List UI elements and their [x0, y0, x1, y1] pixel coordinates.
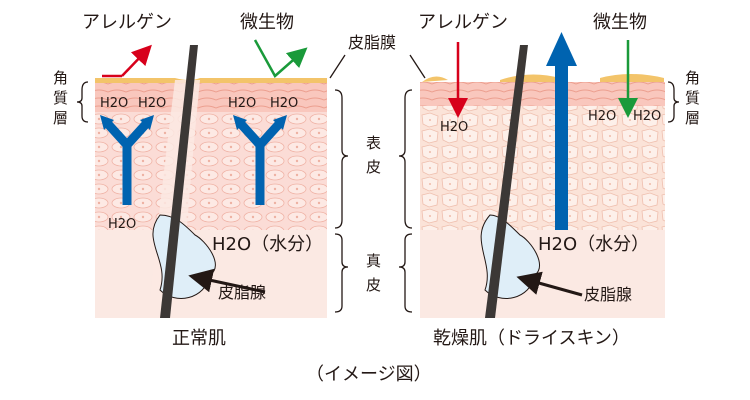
stratum-corneum-label-left: 層 [53, 109, 68, 127]
sebum-membrane-label: 皮脂膜 [348, 33, 396, 52]
water-arrow-icon [546, 32, 577, 230]
normal-skin-panel: アレルゲン 微生物 H2O H2O H2O H2O H2O H2O（水分） 皮脂… [76, 12, 327, 318]
h2o-label: H2O [588, 109, 616, 124]
brace-icon [398, 233, 413, 313]
sebum-film [95, 78, 327, 83]
h2o-label: H2O [270, 96, 298, 111]
stratum-corneum-label-right: 質 [685, 89, 700, 107]
water-label-normal: H2O（水分） [212, 234, 323, 255]
microbe-label-dry: 微生物 [593, 12, 647, 33]
stratum-corneum-label-left: 質 [53, 89, 68, 107]
pointer-arrow-icon [188, 268, 266, 294]
h2o-label: H2O [138, 96, 166, 111]
h2o-label: H2O [228, 96, 256, 111]
water-label-dry: H2O（水分） [538, 234, 649, 255]
epidermis-label: 表 [366, 134, 381, 152]
stratum-corneum-label-right: 層 [685, 109, 700, 127]
brace-icon [76, 81, 89, 123]
h2o-label: H2O [633, 109, 661, 124]
h2o-label: H2O [100, 96, 128, 111]
allergen-label-normal: アレルゲン [82, 12, 172, 33]
sebaceous-gland-label-normal: 皮脂腺 [218, 283, 266, 302]
water-arrow-icon [104, 120, 283, 205]
hair-icon [485, 45, 528, 318]
epidermis-label: 皮 [366, 158, 381, 176]
brace-icon [334, 89, 349, 229]
hair-icon [160, 45, 198, 318]
brace-icon [334, 233, 349, 313]
layer-labels: 皮脂膜 表 皮 真 皮 [329, 33, 426, 313]
sebum-film [422, 74, 664, 82]
allergen-label-dry: アレルゲン [418, 12, 508, 33]
caption-normal: 正常肌 [172, 328, 226, 349]
stratum-corneum-layer [95, 80, 327, 112]
caption-note: （イメージ図） [306, 364, 432, 385]
dry-skin-panel: アレルゲン 微生物 H2O H2O H2O H2O（水分） 皮脂腺 [418, 12, 680, 318]
stratum-corneum-label-left: 角 [53, 69, 68, 87]
sebaceous-gland-label-dry: 皮脂腺 [584, 285, 632, 304]
h2o-label: H2O [108, 217, 136, 232]
brace-icon [398, 89, 413, 229]
allergen-arrow-icon [121, 44, 152, 77]
caption-dry: 乾燥肌（ドライスキン） [433, 328, 630, 349]
dermis-label: 皮 [366, 276, 381, 294]
epidermis-layer [420, 88, 665, 230]
microbe-arrow-icon [253, 39, 308, 78]
h2o-label: H2O [440, 120, 468, 135]
pointer-arrow-icon [516, 271, 583, 297]
stratum-corneum-label-right: 角 [685, 69, 700, 87]
brace-icon [667, 81, 680, 123]
dermis-label: 真 [366, 252, 381, 270]
microbe-label-normal: 微生物 [240, 12, 294, 33]
